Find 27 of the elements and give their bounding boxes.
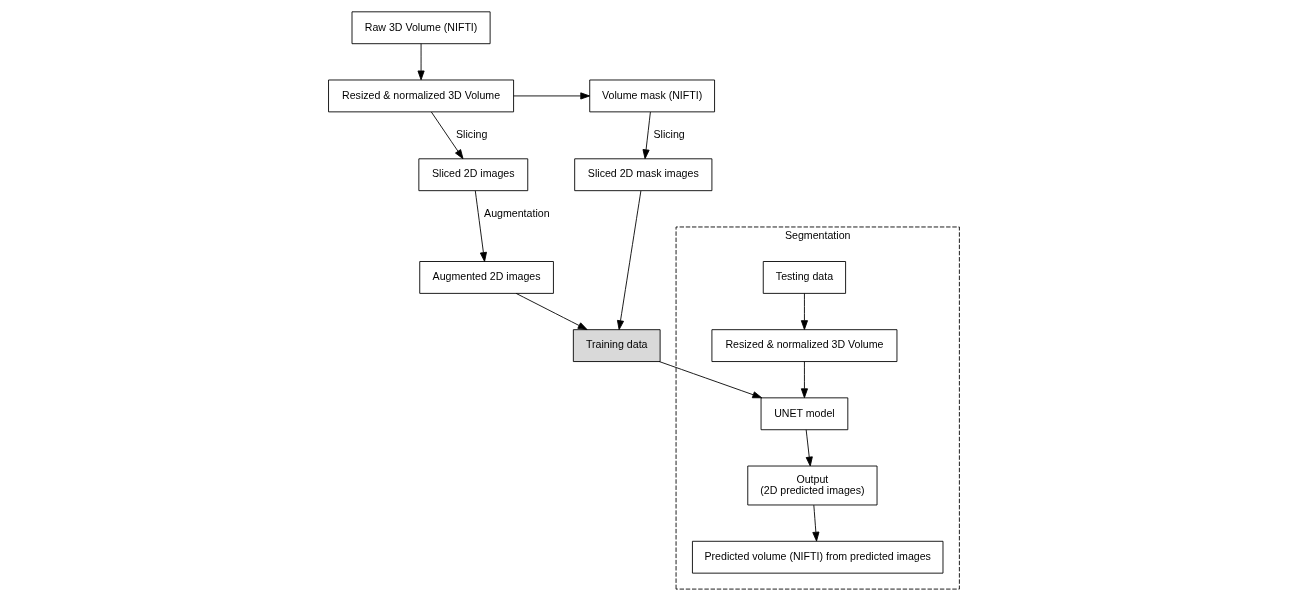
node-box: Resized & normalized 3D Volume: [328, 79, 515, 113]
edge-label: Augmentation: [484, 206, 550, 219]
arrow: [474, 190, 487, 262]
arrow: [658, 361, 763, 399]
node-box: Training data: [572, 329, 661, 362]
node-box: UNET model: [760, 397, 849, 431]
node-box: Volume mask (NIFTI): [589, 79, 715, 113]
node-box: Output (2D predicted images): [747, 465, 878, 506]
arrow: [805, 429, 813, 467]
arrow: [430, 111, 464, 160]
node-box: Raw 3D Volume (NIFTI): [351, 11, 491, 45]
arrow: [642, 111, 651, 160]
arrow: [616, 190, 642, 331]
arrow: [800, 292, 808, 330]
edge-label: Slicing: [456, 128, 488, 141]
edge-label: Slicing: [653, 128, 685, 141]
node-box: Sliced 2D images: [418, 158, 529, 192]
arrow: [800, 361, 808, 399]
arrow: [417, 43, 425, 81]
node-box: Augmented 2D images: [419, 261, 554, 294]
arrow: [812, 504, 820, 542]
arrow: [515, 292, 588, 331]
node-box: Testing data: [762, 261, 847, 294]
arrow: [513, 92, 591, 100]
node-box: Predicted volume (NIFTI) from predicted images: [692, 540, 944, 574]
node-box: Resized & normalized 3D Volume: [711, 329, 898, 362]
node-box: Sliced 2D mask images: [574, 158, 713, 192]
